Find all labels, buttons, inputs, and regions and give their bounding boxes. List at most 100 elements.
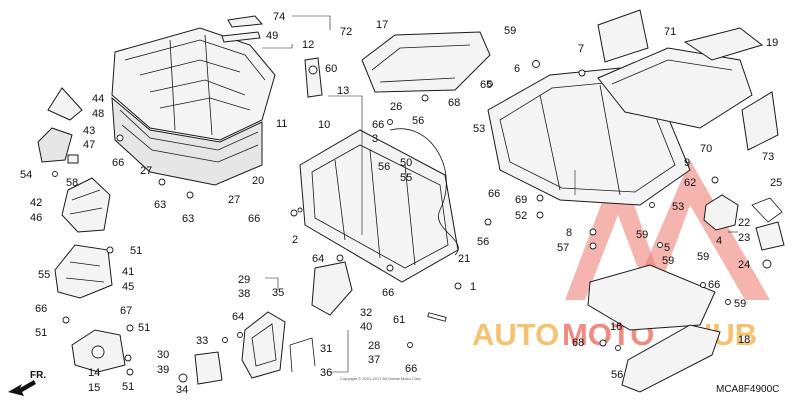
callout-33: 33 <box>196 335 208 347</box>
callout-42: 42 <box>30 197 42 209</box>
callout-46: 46 <box>30 212 42 224</box>
callout-39: 39 <box>157 364 169 376</box>
callout-2: 2 <box>292 234 298 246</box>
callout-10: 10 <box>318 119 330 131</box>
callout-59-b: 59 <box>636 229 648 241</box>
lamp-housing <box>37 127 73 163</box>
callout-63-b: 63 <box>182 213 194 225</box>
callout-15: 15 <box>88 382 100 394</box>
front-label: FR. <box>30 370 46 381</box>
front-direction-arrow: FR. <box>8 370 46 396</box>
callout-23: 23 <box>738 232 750 244</box>
callout-16: 16 <box>610 321 622 333</box>
callout-65: 65 <box>480 79 492 91</box>
diagram-code: MCA8F4900C <box>716 384 779 395</box>
release-cable <box>389 128 459 256</box>
callout-30: 30 <box>157 349 169 361</box>
lamp-lens <box>47 87 83 121</box>
bottom-trim <box>621 324 721 393</box>
callout-64-b: 64 <box>232 311 244 323</box>
callout-59-c: 59 <box>662 255 674 267</box>
callout-3: 3 <box>372 133 378 145</box>
clip <box>67 154 79 164</box>
callout-51: 51 <box>130 245 142 257</box>
callout-41: 41 <box>122 266 134 278</box>
callout-43: 43 <box>83 125 95 137</box>
callout-71: 71 <box>664 26 676 38</box>
callout-66-f: 66 <box>382 287 394 299</box>
trunk-mat <box>597 47 753 129</box>
callout-56-d: 56 <box>611 369 623 381</box>
storage-pocket <box>683 27 764 61</box>
trunk-lid <box>111 27 276 141</box>
callout-60: 60 <box>325 63 337 75</box>
callout-1: 1 <box>470 281 476 293</box>
callout-26: 26 <box>390 101 402 113</box>
callout-59-e: 59 <box>734 298 746 310</box>
callout-68-b: 68 <box>572 337 584 349</box>
callout-56: 56 <box>412 115 424 127</box>
callout-66-c: 66 <box>248 213 260 225</box>
callout-24: 24 <box>738 259 750 271</box>
callout-5: 5 <box>664 242 670 254</box>
callout-47: 47 <box>83 139 95 151</box>
gasket <box>751 197 783 223</box>
callout-66-h: 66 <box>708 279 720 291</box>
fasteners <box>52 60 772 383</box>
callout-13: 13 <box>337 85 349 97</box>
callout-4: 4 <box>716 235 722 247</box>
callout-22: 22 <box>738 217 750 229</box>
callout-56-b: 56 <box>378 161 390 173</box>
callout-34: 34 <box>176 384 188 396</box>
callout-32: 32 <box>360 307 372 319</box>
callout-labels: 74 72 49 12 60 11 20 44 48 43 47 66 54 5… <box>20 11 782 396</box>
callout-20: 20 <box>252 175 264 187</box>
callout-66-d: 66 <box>372 119 384 131</box>
hinge-block <box>703 194 739 231</box>
grab-handle <box>289 337 316 373</box>
watermark-logo: AUTO MOTO HUB <box>472 160 770 352</box>
callout-59: 59 <box>504 25 516 37</box>
callout-63: 63 <box>154 199 166 211</box>
callout-19: 19 <box>766 37 778 49</box>
callout-61: 61 <box>393 314 405 326</box>
callout-57: 57 <box>557 242 569 254</box>
callout-35: 35 <box>272 287 284 299</box>
callout-12: 12 <box>302 39 314 51</box>
callout-14: 14 <box>88 367 100 379</box>
callout-58: 58 <box>66 177 78 189</box>
callout-52: 52 <box>515 210 527 222</box>
callout-53: 53 <box>473 123 485 135</box>
watermark-text-auto: AUTO <box>472 317 559 352</box>
callout-27: 27 <box>140 165 152 177</box>
callout-62: 62 <box>684 177 696 189</box>
callout-73: 73 <box>762 151 774 163</box>
callout-37: 37 <box>368 354 380 366</box>
mount-bracket <box>54 244 113 299</box>
callout-6: 6 <box>514 63 520 75</box>
callout-69: 69 <box>515 194 527 206</box>
callout-68: 68 <box>448 97 460 109</box>
side-cover <box>61 177 111 233</box>
emblem-parts <box>221 15 264 43</box>
callout-25: 25 <box>770 177 782 189</box>
callout-48: 48 <box>92 108 104 120</box>
lid-hinge <box>304 57 323 98</box>
rear-panel <box>741 91 779 151</box>
callout-66-g: 66 <box>405 363 417 375</box>
trunk-latch <box>71 329 126 373</box>
copyright-text: Copyright © 2001-2017 All Honda Motor Co… <box>340 376 422 381</box>
callout-21: 21 <box>458 253 470 265</box>
callout-72: 72 <box>340 26 352 38</box>
callout-7: 7 <box>578 43 584 55</box>
callout-64: 64 <box>312 253 324 265</box>
callout-51-d: 51 <box>122 381 134 393</box>
pad <box>194 351 223 385</box>
callout-51-b: 51 <box>35 327 47 339</box>
callout-66-e: 66 <box>488 188 500 200</box>
lock-cylinder <box>755 221 785 251</box>
inner-lid-cover <box>361 31 491 93</box>
callout-8: 8 <box>566 227 572 239</box>
lid-inner-shell <box>111 96 263 186</box>
